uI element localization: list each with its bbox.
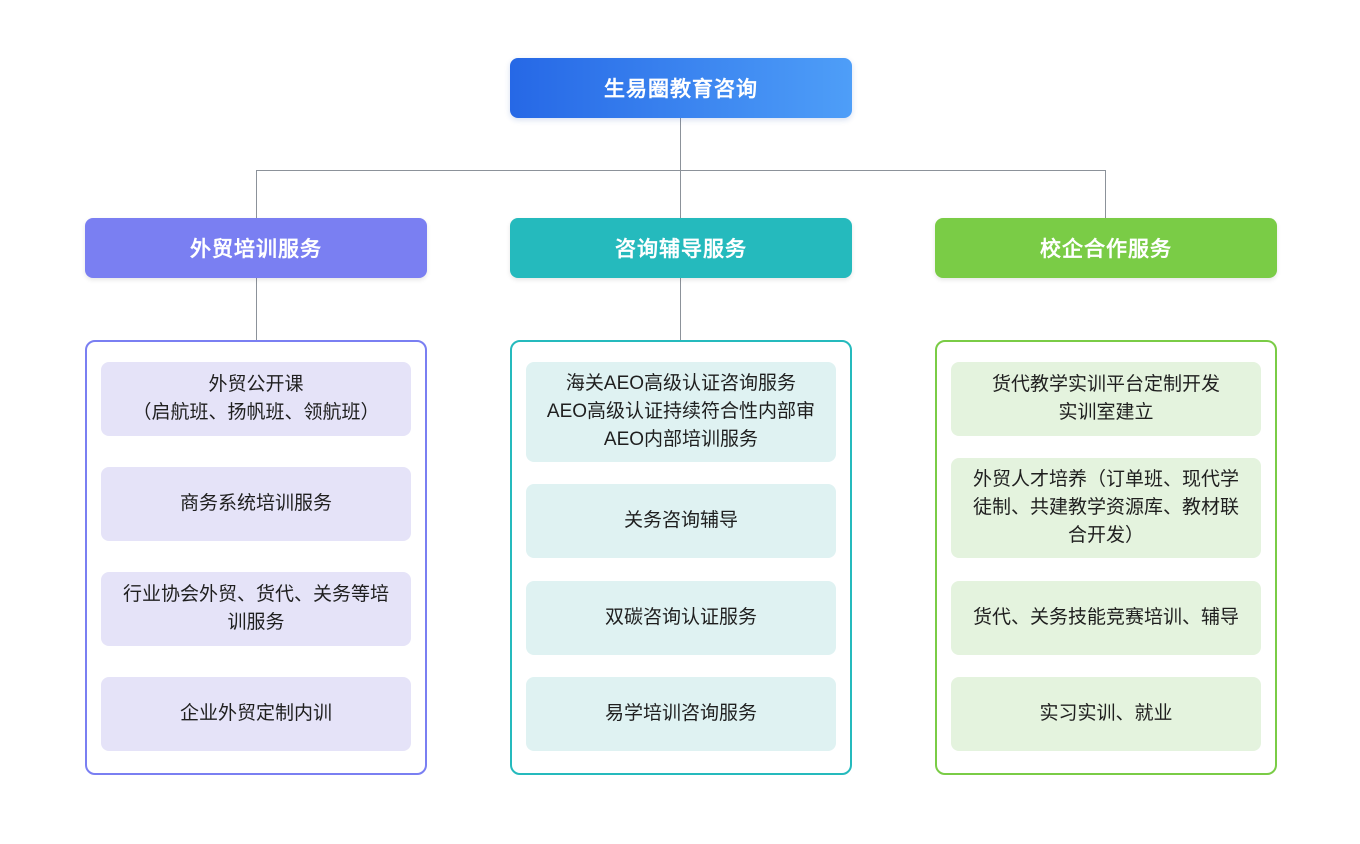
- service-item: 外贸公开课 （启航班、扬帆班、领航班）: [101, 362, 411, 436]
- service-item: 海关AEO高级认证咨询服务 AEO高级认证持续符合性内部审 AEO内部培训服务: [526, 362, 836, 462]
- branch-container-consulting-coaching: 海关AEO高级认证咨询服务 AEO高级认证持续符合性内部审 AEO内部培训服务 …: [510, 340, 852, 775]
- service-item: 行业协会外贸、货代、关务等培训服务: [101, 572, 411, 646]
- root-node: 生易圈教育咨询: [510, 58, 852, 118]
- connector-branch-2-drop: [680, 170, 681, 218]
- service-item: 易学培训咨询服务: [526, 676, 836, 751]
- connector-branch-3-drop: [1105, 170, 1106, 218]
- connector-branch-1-drop: [256, 170, 257, 218]
- service-item: 货代教学实训平台定制开发 实训室建立: [951, 362, 1261, 436]
- connector-horizontal-bus: [256, 170, 1106, 171]
- service-item: 关务咨询辅导: [526, 484, 836, 559]
- connector-header-1-to-container: [256, 278, 257, 340]
- branch-header-school-enterprise-cooperation: 校企合作服务: [935, 218, 1277, 278]
- connector-header-2-to-container: [680, 278, 681, 340]
- service-item: 商务系统培训服务: [101, 467, 411, 541]
- service-item: 双碳咨询认证服务: [526, 580, 836, 655]
- service-item: 企业外贸定制内训: [101, 677, 411, 751]
- branch-container-school-enterprise-cooperation: 货代教学实训平台定制开发 实训室建立 外贸人才培养（订单班、现代学徒制、共建教学…: [935, 340, 1277, 775]
- service-item: 货代、关务技能竞赛培训、辅导: [951, 580, 1261, 655]
- branch-header-consulting-coaching: 咨询辅导服务: [510, 218, 852, 278]
- service-item: 实习实训、就业: [951, 676, 1261, 751]
- branch-container-foreign-trade-training: 外贸公开课 （启航班、扬帆班、领航班） 商务系统培训服务 行业协会外贸、货代、关…: [85, 340, 427, 775]
- service-item: 外贸人才培养（订单班、现代学徒制、共建教学资源库、教材联合开发）: [951, 458, 1261, 559]
- branch-header-foreign-trade-training: 外贸培训服务: [85, 218, 427, 278]
- connector-root-drop: [680, 118, 681, 170]
